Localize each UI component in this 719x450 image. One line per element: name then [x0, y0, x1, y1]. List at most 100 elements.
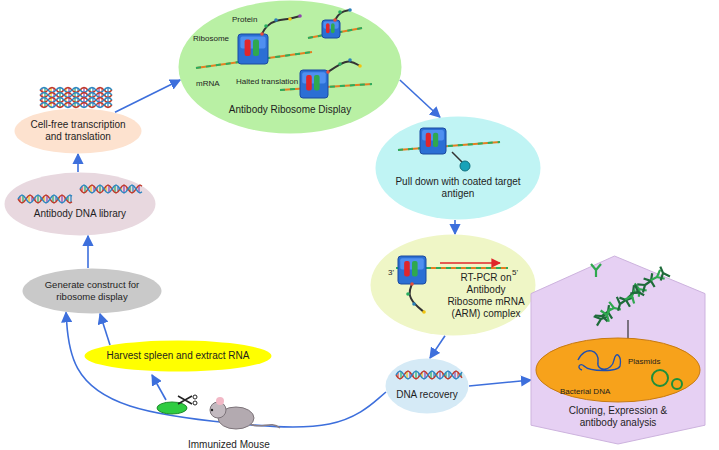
art-line [61, 195, 62, 203]
flow-arrow [430, 336, 445, 358]
protein-chain [406, 282, 426, 314]
art-line [34, 197, 35, 200]
process-ellipse: RT-PCR on Antibody Ribosome mRNA (ARM) c… [370, 234, 536, 336]
text-block: Harvest spleen and extract RNA [98, 350, 258, 362]
art-path [80, 185, 142, 193]
art-circle [338, 62, 342, 66]
art-line [454, 371, 455, 378]
art-line [62, 94, 63, 96]
art-line [104, 94, 105, 96]
art-line [74, 98, 75, 103]
art-line [44, 93, 45, 98]
art-line [448, 371, 449, 378]
label-holder: Bacterial DNA [560, 380, 610, 398]
text-block: Cloning, Expression & antibody analysis [560, 405, 676, 429]
art-line [105, 186, 106, 192]
art-line [98, 88, 99, 93]
art-line [114, 185, 115, 192]
art-rect [398, 256, 426, 284]
art-line [397, 372, 398, 378]
art-line [80, 99, 81, 101]
antibody-cluster [591, 264, 670, 340]
label-holder: Ribosome [193, 27, 229, 45]
art-path [410, 284, 424, 312]
art-line [52, 195, 53, 202]
harvest-arrow [152, 375, 166, 400]
text-block: Antibody DNA library [20, 208, 140, 220]
art-line [83, 88, 84, 93]
art-line [65, 93, 66, 97]
art-line [41, 93, 42, 97]
ellipse-shape [386, 359, 469, 414]
art-path [618, 293, 634, 307]
art-circle [326, 70, 330, 74]
protein-chain [326, 58, 362, 74]
art-line [452, 152, 462, 162]
part-label: Halted translation [236, 77, 298, 86]
art-line [89, 98, 90, 102]
process-hexagon: Cloning, Expression & antibody analysis [530, 255, 706, 445]
art-circle [260, 32, 264, 36]
art-line [107, 88, 108, 93]
text-block: Generate construct for ribosome display [40, 279, 144, 303]
part-label: Ribosome [193, 34, 229, 43]
art-rect [326, 23, 330, 33]
art-rect [331, 23, 335, 33]
process-ellipse: Harvest spleen and extract RNA [84, 340, 272, 372]
node-outline [4, 172, 156, 236]
art-path [591, 264, 601, 277]
art-rect [404, 261, 410, 276]
art-line [196, 52, 312, 68]
art-rect [238, 34, 268, 64]
art-line [92, 98, 93, 103]
part-label: mRNA [196, 79, 220, 88]
art-line [68, 93, 69, 98]
art-line [104, 104, 105, 106]
art-line [110, 99, 111, 101]
art-line [70, 195, 71, 202]
art-line [59, 88, 60, 93]
label-holder: 3' [388, 261, 394, 279]
protein-chain [260, 14, 302, 36]
art-circle [422, 310, 426, 314]
art-line [196, 52, 312, 68]
art-line [83, 103, 84, 108]
node-text: Cloning, Expression & antibody analysis [560, 405, 676, 429]
art-line [92, 88, 93, 93]
art-path [607, 302, 622, 314]
art-circle [216, 397, 224, 405]
art-line [424, 371, 425, 378]
art-line [90, 185, 91, 192]
art-path [40, 103, 112, 108]
art-line [430, 371, 431, 378]
art-path [262, 16, 300, 34]
art-line [442, 373, 443, 376]
art-rect [253, 39, 259, 56]
art-path [644, 273, 659, 289]
art-rect [323, 21, 338, 28]
art-line [110, 94, 111, 96]
art-line [92, 93, 93, 98]
flow-arrow [66, 312, 386, 427]
art-line [126, 187, 127, 190]
spleen [157, 402, 187, 414]
text-block: DNA recovery [393, 389, 461, 401]
art-path [40, 88, 112, 93]
part-label: Immunized Mouse [188, 439, 270, 450]
art-rect [426, 133, 431, 147]
process-ellipse: Cell-free transcription and translation [14, 108, 142, 154]
art-line [460, 373, 461, 376]
art-circle [211, 409, 213, 411]
art-line [68, 103, 69, 108]
ellipse-shape [5, 173, 156, 236]
art-line [80, 89, 81, 91]
art-path [40, 98, 112, 103]
art-line [81, 186, 82, 192]
part-label: Bacterial DNA [560, 387, 610, 396]
art-line [110, 89, 111, 91]
art-line [50, 93, 51, 98]
art-line [92, 103, 93, 108]
art-line [117, 186, 118, 192]
node-text: Generate construct for ribosome display [40, 279, 144, 303]
art-line [56, 99, 57, 101]
